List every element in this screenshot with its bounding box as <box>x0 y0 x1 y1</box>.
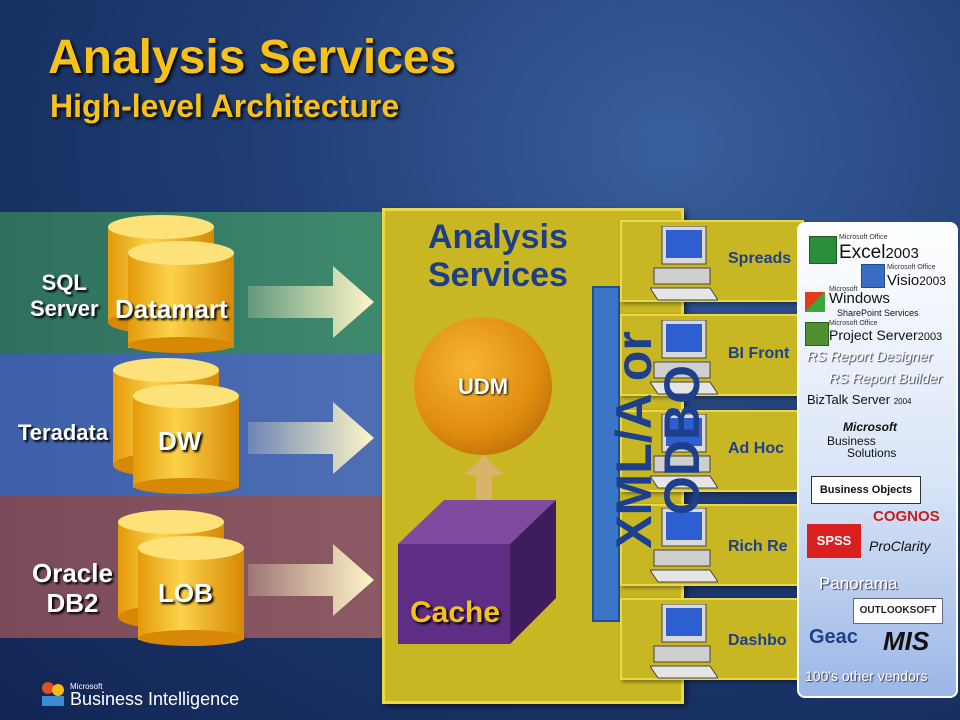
protocol-label: XML/A or ODBO <box>606 331 710 549</box>
biztalk-logo: BizTalk Server 2004 <box>807 392 912 407</box>
page-subtitle: High-level Architecture <box>50 88 400 124</box>
rs-report-builder-logo: RS Report Builder <box>829 370 942 386</box>
footer-brand-small: Microsoft <box>70 682 103 691</box>
outlooksoft-logo: OUTLOOKSOFT <box>853 598 943 624</box>
vendor-logo-panel: Microsoft Office Excel2003 Microsoft Off… <box>797 222 958 698</box>
visio-small-label: Microsoft Office <box>887 264 936 271</box>
client-label-spreadsheets: Spreads <box>728 250 792 267</box>
client-label-rich-reports: Rich Re <box>728 538 788 555</box>
cache-label: Cache <box>410 596 501 629</box>
client-label-bi-front-ends: BI Front <box>728 345 790 362</box>
cognos-logo: COGNOS <box>873 508 940 525</box>
windows-flag-icon <box>805 292 825 312</box>
mis-logo: MIS <box>883 626 930 656</box>
store-label-lob: LOB <box>158 578 213 608</box>
project-small-label: Microsoft Office <box>829 320 878 327</box>
windows-logo: Windows <box>829 290 890 307</box>
arrow-datamart-icon <box>248 266 374 338</box>
computer-icon <box>650 508 718 583</box>
mbs-logo-line3: Solutions <box>847 446 897 460</box>
excel-small-label: Microsoft Office <box>839 234 888 241</box>
project-server-logo: Project Server2003 <box>829 327 943 343</box>
client-label-ad-hoc: Ad Hoc <box>728 440 784 457</box>
client-row-bi-front-ends <box>620 314 804 396</box>
source-label-sql-server: SQL Server <box>30 270 99 321</box>
windows-small-label: Microsoft <box>829 286 858 293</box>
panorama-logo: Panorama <box>819 574 898 593</box>
computer-icon <box>650 320 718 395</box>
client-label-dashboards: Dashbo <box>728 632 787 649</box>
store-label-dw: DW <box>158 426 202 456</box>
computer-icon <box>650 226 718 301</box>
datamart-database-icon <box>108 215 234 353</box>
arrow-dw-icon <box>248 402 374 474</box>
computer-icon <box>650 414 718 489</box>
other-vendors-label: 100's other vendors <box>805 668 928 684</box>
proclarity-logo: ProClarity <box>869 538 931 554</box>
source-label-oracle-db2: Oracle DB2 <box>32 558 113 618</box>
cache-cube-icon <box>398 500 556 644</box>
mbs-logo-line1: Microsoft <box>843 420 897 434</box>
project-icon <box>805 322 829 346</box>
footer-brand: Business Intelligence <box>70 689 240 709</box>
udm-sphere <box>414 317 552 455</box>
business-objects-logo: Business Objects <box>811 476 921 504</box>
business-intelligence-logo-icon <box>40 680 66 708</box>
lob-database-icon <box>118 510 244 646</box>
geac-logo: Geac <box>809 626 858 648</box>
protocol-bar <box>592 286 620 622</box>
visio-icon <box>861 264 885 288</box>
udm-label: UDM <box>457 374 509 399</box>
page-title: Analysis Services <box>48 31 457 84</box>
rs-report-designer-logo: RS Report Designer <box>807 348 933 364</box>
excel-icon <box>809 236 837 264</box>
dw-database-icon <box>113 358 239 494</box>
sharepoint-label: SharePoint Services <box>837 308 919 318</box>
analysis-services-title: Analysis Services <box>428 218 568 294</box>
spss-logo: SPSS <box>807 524 861 558</box>
visio-logo: Visio2003 <box>887 272 946 289</box>
store-label-datamart: Datamart <box>115 294 228 324</box>
source-label-teradata: Teradata <box>18 420 109 445</box>
excel-logo: Excel2003 <box>839 242 919 263</box>
mbs-logo-line2: Business <box>827 434 876 448</box>
computer-icon <box>650 604 718 679</box>
arrow-lob-icon <box>248 544 374 616</box>
